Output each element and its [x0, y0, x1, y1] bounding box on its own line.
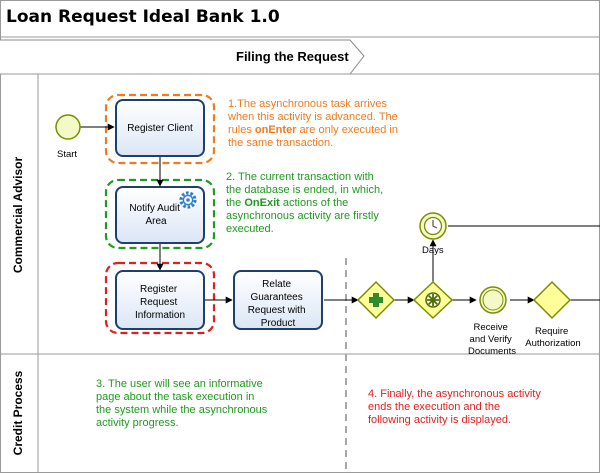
task-relate-guarantees[interactable]: Relate Guarantees Request with Product: [233, 270, 323, 330]
highlight-red: [104, 261, 216, 335]
authorization-gateway[interactable]: [532, 280, 572, 320]
note-text-run: 4. Finally, the asynchronous activity: [368, 388, 541, 400]
timer-label: Days: [422, 245, 444, 256]
highlight-green: [104, 178, 216, 250]
note-text-run: executed.: [226, 223, 274, 235]
gear-icon: [179, 191, 197, 209]
note-text-run: are only executed in: [296, 124, 398, 136]
start-label: Start: [57, 149, 77, 160]
timer-clock-icon: [423, 216, 443, 236]
note-text-run: 1.The asynchronous task arrives: [228, 98, 387, 110]
note-text-run: OnExit: [244, 197, 280, 209]
phase-title: Filing the Request: [236, 49, 349, 64]
note-text-run: following activity is displayed.: [368, 414, 511, 426]
note-text-run: the same transaction.: [228, 137, 333, 149]
require-authorization-label: Require Authorization: [525, 326, 580, 349]
note-text-run: ends the execution and the: [368, 401, 500, 413]
task-relate-guarantees-label: Relate Guarantees Request with Product: [248, 279, 309, 329]
task-notify-audit-area[interactable]: Notify Audit Area: [115, 186, 205, 244]
diagram-title: Loan Request Ideal Bank 1.0: [6, 7, 280, 27]
task-register-client[interactable]: Register Client: [115, 99, 205, 157]
note-text-run: activity progress.: [96, 417, 179, 429]
lane-credit-process: Credit Process: [11, 370, 25, 455]
note-text-run: page about the task execution in: [96, 391, 254, 403]
parallel-gateway[interactable]: [356, 280, 396, 320]
lane-commercial-advisor: Commercial Advisor: [11, 157, 25, 274]
note-text-run: 3. The user will see an informative: [96, 378, 263, 390]
note-text-run: onEnter: [255, 124, 297, 136]
complex-gateway[interactable]: [412, 280, 454, 320]
note-text-run: the: [226, 197, 244, 209]
parallel-plus-icon: [369, 293, 383, 307]
complex-star-icon: [425, 292, 441, 308]
note-text-run: asynchronous activity are firstly: [226, 210, 379, 222]
start-event[interactable]: [55, 114, 81, 140]
task-notify-audit-area-label: Notify Audit Area: [129, 203, 182, 227]
receive-verify-label: Receive and Verify Documents: [468, 322, 516, 357]
note-text-run: when this activity is advanced. The: [227, 111, 398, 123]
task-register-request-information[interactable]: Register Request Information: [115, 270, 205, 330]
task-register-request-label: Register Request Information: [135, 284, 185, 321]
highlight-orange: [104, 93, 216, 165]
note-text-run: the database is ended, in which,: [226, 184, 383, 196]
note-text-run: rules: [228, 124, 255, 136]
note-text-run: the system while the asynchronous: [96, 404, 268, 416]
receive-verify-event[interactable]: [479, 286, 507, 314]
task-register-client-label: Register Client: [127, 123, 193, 134]
note-text-run: 2. The current transaction with: [226, 171, 374, 183]
note-text-run: actions of the: [280, 197, 349, 209]
timer-event[interactable]: [419, 212, 447, 240]
